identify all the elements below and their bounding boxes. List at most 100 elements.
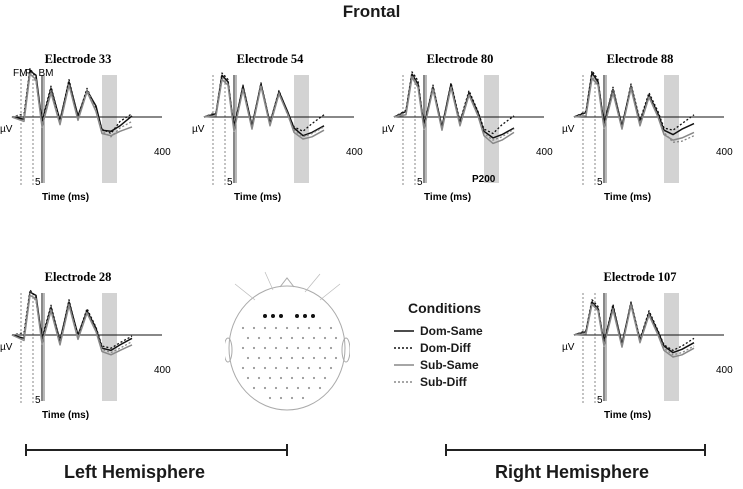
electrode-dot xyxy=(318,366,322,370)
left-hemisphere-bracket xyxy=(26,449,288,451)
electrode-dot xyxy=(252,326,256,330)
electrode-dot xyxy=(307,366,311,370)
series-line-sub-diff xyxy=(11,71,133,138)
highlighted-electrodes xyxy=(263,314,315,318)
legend-label: Dom-Same xyxy=(420,323,483,338)
electrode-dot xyxy=(252,386,256,390)
legend-item-sub-same: Sub-Same xyxy=(394,356,514,373)
legend-swatch-dom-same xyxy=(394,329,414,332)
electrode-dot xyxy=(257,356,261,360)
series-line-dom-diff xyxy=(393,71,515,135)
electrode-dot xyxy=(263,366,267,370)
electrode-dot xyxy=(268,396,272,400)
electrode-dot xyxy=(329,326,333,330)
electrode-dot xyxy=(323,336,327,340)
electrode-dot xyxy=(301,356,305,360)
x-end-tick-label: 400 xyxy=(154,365,171,376)
p200-annotation: P200 xyxy=(472,174,496,185)
series-line-dom-same xyxy=(11,291,133,352)
electrode-dot xyxy=(307,346,311,350)
legend-label: Sub-Same xyxy=(420,357,479,372)
legend-item-sub-diff: Sub-Diff xyxy=(394,373,514,390)
electrode-dot xyxy=(274,326,278,330)
electrode-dot xyxy=(334,336,338,340)
legend-item-dom-diff: Dom-Diff xyxy=(394,339,514,356)
y-unit-label: µV xyxy=(562,124,575,135)
electrode-dot xyxy=(285,386,289,390)
marker-label-bm: BM xyxy=(39,68,54,79)
analysis-window xyxy=(102,75,117,183)
y-tick-label: 5 xyxy=(35,177,41,188)
x-end-tick-label: 400 xyxy=(346,147,363,158)
electrode-dot xyxy=(241,346,245,350)
legend: Conditions Dom-Same Dom-Diff Sub-Same Su… xyxy=(394,300,514,390)
electrode-dot xyxy=(263,346,267,350)
y-tick-label: 5 xyxy=(597,177,603,188)
legend-swatch-sub-same xyxy=(394,363,414,366)
electrode-dot xyxy=(301,396,305,400)
electrode-dot xyxy=(290,356,294,360)
analysis-window xyxy=(102,293,117,401)
electrode-dot xyxy=(301,376,305,380)
x-end-tick-label: 400 xyxy=(716,147,733,158)
electrode-dot xyxy=(241,366,245,370)
right-hemisphere-bracket xyxy=(446,449,706,451)
series-line-dom-diff xyxy=(11,67,133,135)
x-axis-label: Time (ms) xyxy=(234,192,281,203)
electrode-dot xyxy=(312,376,316,380)
left-bracket-tick-end xyxy=(286,444,288,456)
electrode-dot xyxy=(274,346,278,350)
x-axis-label: Time (ms) xyxy=(42,410,89,421)
electrode-dot xyxy=(263,326,267,330)
electrode-dot xyxy=(279,336,283,340)
series-line-dom-diff xyxy=(573,70,695,131)
x-axis-label: Time (ms) xyxy=(42,192,89,203)
electrode-title: Electrode 80 xyxy=(427,52,494,66)
analysis-window xyxy=(484,75,499,183)
series-line-dom-same xyxy=(11,70,133,133)
electrode-dot xyxy=(296,346,300,350)
electrode-title: Electrode 88 xyxy=(607,52,674,66)
legend-swatch-sub-diff xyxy=(394,380,414,383)
series-line-dom-diff xyxy=(203,72,325,132)
legend-label: Dom-Diff xyxy=(420,340,471,355)
x-end-tick-label: 400 xyxy=(536,147,553,158)
electrode-grid xyxy=(241,326,338,400)
series-line-sub-diff xyxy=(203,76,325,138)
y-tick-label: 5 xyxy=(35,395,41,406)
electrode-dot xyxy=(263,386,267,390)
y-unit-label: µV xyxy=(382,124,395,135)
electrode-dot xyxy=(246,376,250,380)
electrode-dot xyxy=(318,386,322,390)
y-tick-label: 5 xyxy=(227,177,233,188)
electrode-title: Electrode 33 xyxy=(45,52,112,66)
figure-title: Frontal xyxy=(342,2,401,21)
series-line-sub-diff xyxy=(393,74,515,141)
electrode-dot xyxy=(318,346,322,350)
electrode-dot xyxy=(252,366,256,370)
series-line-sub-same xyxy=(573,77,695,141)
electrode-dot xyxy=(312,356,316,360)
electrode-dot xyxy=(246,356,250,360)
electrode-dot xyxy=(290,336,294,340)
electrode-dot xyxy=(241,326,245,330)
left-bracket-tick-start xyxy=(25,444,27,456)
right-bracket-tick-start xyxy=(445,444,447,456)
electrode-dot xyxy=(329,346,333,350)
electrode-dot xyxy=(285,346,289,350)
series-line-dom-same xyxy=(573,72,695,136)
analysis-window xyxy=(294,75,309,183)
marker-label-fm: FM xyxy=(13,68,27,79)
electrode-dot xyxy=(279,376,283,380)
y-unit-label: µV xyxy=(562,342,575,353)
electrode-title: Electrode 107 xyxy=(603,270,676,284)
